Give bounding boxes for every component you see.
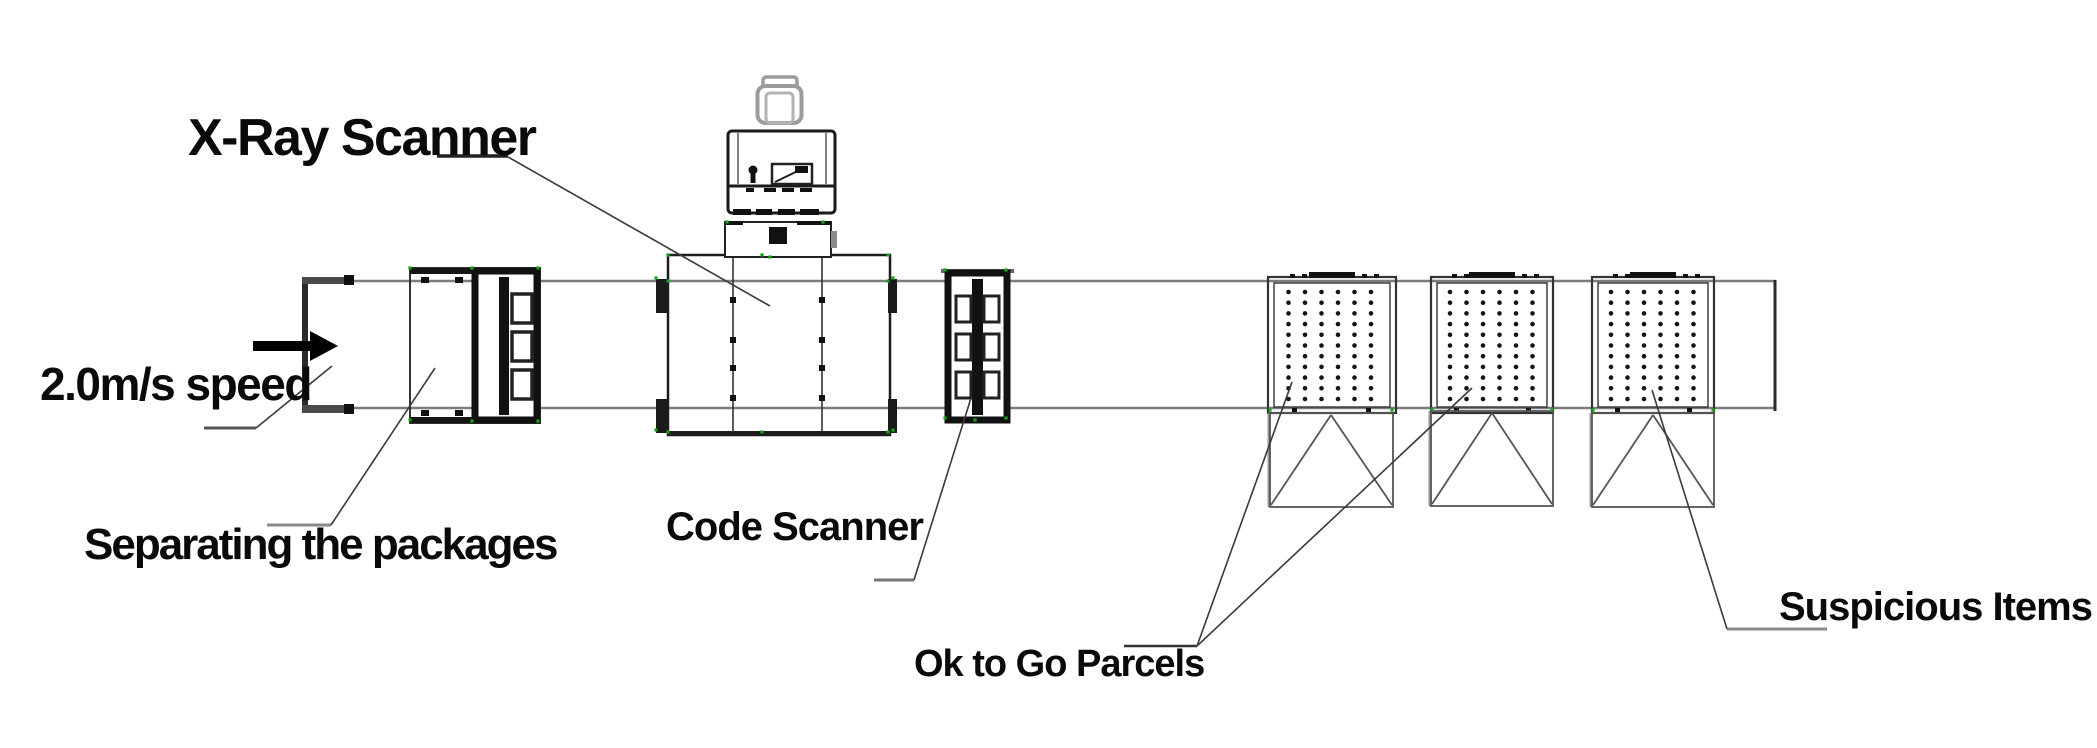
package-separator bbox=[409, 267, 541, 424]
leader-suspicious bbox=[1651, 389, 1827, 631]
label-belt-speed: 2.0m/s speed bbox=[40, 358, 312, 410]
registration-marks bbox=[408, 220, 1715, 434]
joystick-icon bbox=[748, 165, 758, 175]
discharge-chute-2 bbox=[1428, 410, 1554, 507]
sorting-bin-1 bbox=[1266, 272, 1398, 415]
leader-xray-scanner bbox=[437, 154, 771, 307]
x-ray-scanner-tunnel bbox=[656, 253, 897, 437]
x-ray-roof-cover bbox=[724, 221, 837, 258]
label-separating-packages: Separating the packages bbox=[84, 520, 558, 569]
discharge-chute-3 bbox=[1589, 412, 1715, 508]
leader-speed bbox=[204, 365, 333, 430]
belt-direction-arrow-icon bbox=[253, 331, 338, 361]
leader-lines bbox=[204, 154, 1827, 648]
discharge-chute-1 bbox=[1267, 412, 1394, 508]
leader-code-scanner bbox=[874, 397, 972, 582]
label-suspicious-items: Suspicious Items bbox=[1779, 585, 2093, 629]
operator-chair-icon bbox=[755, 75, 804, 125]
sorting-bin-2 bbox=[1429, 272, 1555, 415]
leader-separating bbox=[267, 367, 436, 527]
code-scanner-gate bbox=[941, 269, 1014, 424]
leader-parcels bbox=[1124, 381, 1473, 648]
operator-monitor-station bbox=[726, 129, 837, 215]
label-code-scanner: Code Scanner bbox=[666, 505, 924, 549]
label-xray-scanner: X-Ray Scanner bbox=[188, 109, 537, 167]
label-ok-to-go-parcels: Ok to Go Parcels bbox=[914, 643, 1205, 685]
